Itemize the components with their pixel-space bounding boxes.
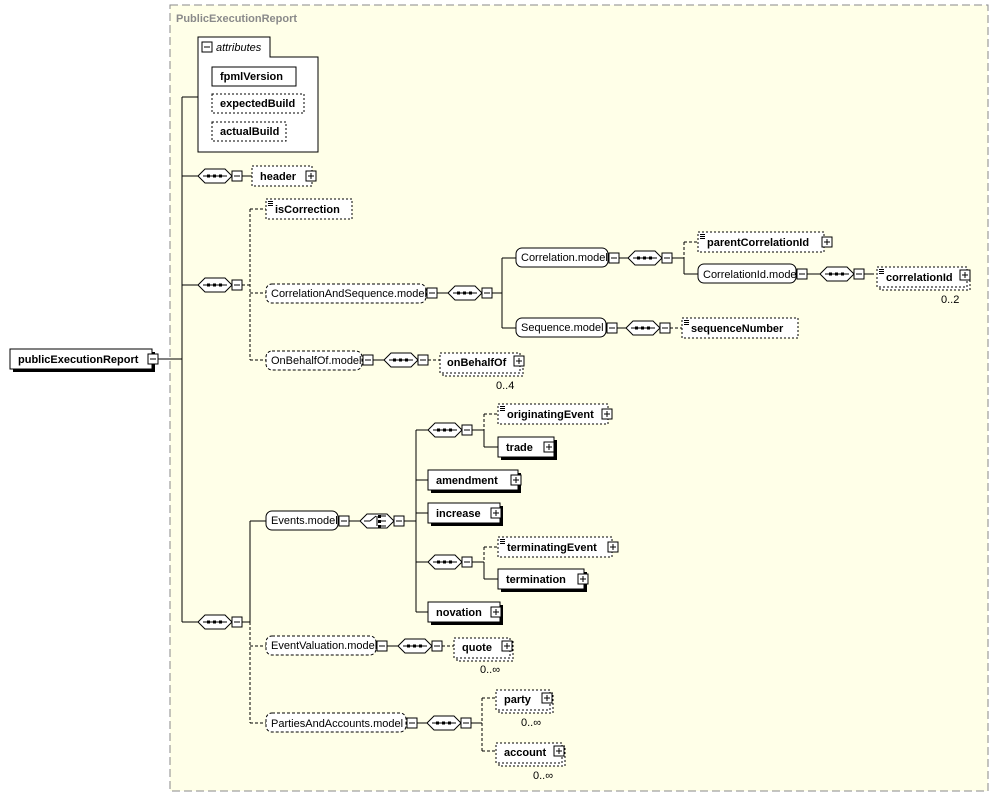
root-collapse-icon[interactable] — [147, 353, 159, 365]
cardinality-party: 0..∞ — [521, 717, 541, 729]
element-iscorrection[interactable]: isCorrection — [265, 198, 353, 220]
svg-text:Events.model: Events.model — [271, 515, 338, 527]
element-sequencenumber[interactable]: sequenceNumber — [681, 317, 799, 339]
element-header[interactable]: header — [251, 165, 317, 187]
group-correlation[interactable]: Correlation.model — [515, 247, 620, 268]
svg-text:PartiesAndAccounts.model: PartiesAndAccounts.model — [271, 718, 403, 730]
svg-text:actualBuild: actualBuild — [220, 126, 279, 138]
cardinality-account: 0..∞ — [533, 770, 553, 782]
sequence-compositor-2[interactable] — [197, 277, 243, 293]
svg-text:OnBehalfOf.model: OnBehalfOf.model — [271, 355, 362, 367]
svg-text:isCorrection: isCorrection — [275, 204, 340, 216]
element-termination[interactable]: termination — [497, 568, 589, 592]
svg-text:CorrelationAndSequence.model: CorrelationAndSequence.model — [271, 288, 427, 300]
svg-text:fpmlVersion: fpmlVersion — [220, 71, 283, 83]
element-onbehalfof[interactable]: onBehalfOf — [439, 352, 525, 377]
choice-compositor-events[interactable] — [359, 513, 405, 529]
element-parentcorrelationid[interactable]: parentCorrelationId — [697, 231, 833, 253]
cardinality-onbehalfof: 0..4 — [496, 380, 514, 392]
svg-text:termination: termination — [506, 574, 566, 586]
group-onbehalfof[interactable]: OnBehalfOf.model — [265, 350, 374, 371]
svg-text:correlationId: correlationId — [886, 272, 953, 284]
svg-text:novation: novation — [436, 607, 482, 619]
svg-text:Correlation.model: Correlation.model — [521, 252, 608, 264]
group-eventvaluation[interactable]: EventValuation.model — [265, 635, 388, 656]
element-increase[interactable]: increase — [427, 502, 503, 526]
group-correlationid[interactable]: CorrelationId.model — [697, 263, 808, 284]
element-trade[interactable]: trade — [497, 436, 557, 460]
sequence-compositor-3[interactable] — [197, 614, 243, 630]
svg-text:quote: quote — [462, 642, 492, 654]
svg-text:trade: trade — [506, 442, 533, 454]
element-correlationid[interactable]: correlationId — [876, 266, 971, 291]
svg-text:party: party — [504, 694, 532, 706]
element-account[interactable]: account — [495, 742, 566, 767]
group-partiesandaccounts[interactable]: PartiesAndAccounts.model — [265, 712, 418, 733]
attributes-title: attributes — [216, 42, 262, 54]
svg-text:terminatingEvent: terminatingEvent — [507, 542, 597, 554]
container-title: PublicExecutionReport — [176, 13, 297, 25]
svg-text:header: header — [260, 171, 297, 183]
sequence-compositor-sequence[interactable] — [625, 320, 671, 336]
cardinality-correlationid: 0..2 — [941, 294, 959, 306]
element-novation[interactable]: novation — [427, 601, 503, 625]
element-terminatingevent[interactable]: terminatingEvent — [497, 536, 619, 558]
svg-text:sequenceNumber: sequenceNumber — [691, 323, 784, 335]
group-correlationandsequence[interactable]: CorrelationAndSequence.model — [265, 283, 438, 304]
svg-text:amendment: amendment — [436, 475, 498, 487]
attribute-fpmlversion[interactable]: fpmlVersion — [211, 66, 297, 87]
svg-text:increase: increase — [436, 508, 481, 520]
svg-text:parentCorrelationId: parentCorrelationId — [707, 237, 809, 249]
attribute-actualbuild[interactable]: actualBuild — [211, 121, 287, 142]
svg-text:CorrelationId.model: CorrelationId.model — [703, 269, 799, 281]
sequence-compositor-trade[interactable] — [427, 422, 473, 438]
element-party[interactable]: party — [495, 689, 554, 714]
element-originatingevent[interactable]: originatingEvent — [497, 403, 613, 425]
sequence-compositor-eventvaluation[interactable] — [397, 638, 443, 654]
group-sequence[interactable]: Sequence.model — [515, 317, 618, 338]
sequence-compositor-1[interactable] — [197, 168, 243, 184]
element-amendment[interactable]: amendment — [427, 469, 522, 493]
svg-text:expectedBuild: expectedBuild — [220, 98, 295, 110]
cardinality-quote: 0..∞ — [480, 664, 500, 676]
root-element[interactable]: publicExecutionReport — [9, 348, 155, 372]
element-quote[interactable]: quote — [453, 637, 514, 662]
attributes-collapse-icon[interactable] — [201, 41, 213, 53]
svg-text:EventValuation.model: EventValuation.model — [271, 640, 377, 652]
attributes-panel: attributes fpmlVersion expectedBuild act… — [197, 36, 319, 153]
sequence-compositor-correlation[interactable] — [627, 250, 673, 266]
svg-text:account: account — [504, 747, 547, 759]
group-events[interactable]: Events.model — [265, 510, 350, 531]
svg-text:publicExecutionReport: publicExecutionReport — [18, 354, 139, 366]
sequence-compositor-correlationid[interactable] — [819, 266, 865, 282]
svg-text:originatingEvent: originatingEvent — [507, 409, 594, 421]
svg-text:Sequence.model: Sequence.model — [521, 322, 604, 334]
sequence-compositor-partiesandaccounts[interactable] — [426, 715, 472, 731]
sequence-compositor-cas[interactable] — [447, 285, 493, 301]
sequence-compositor-onbehalfof[interactable] — [383, 352, 429, 368]
svg-text:onBehalfOf: onBehalfOf — [447, 357, 507, 369]
attribute-expectedbuild[interactable]: expectedBuild — [211, 93, 305, 114]
sequence-compositor-termination[interactable] — [427, 554, 473, 570]
